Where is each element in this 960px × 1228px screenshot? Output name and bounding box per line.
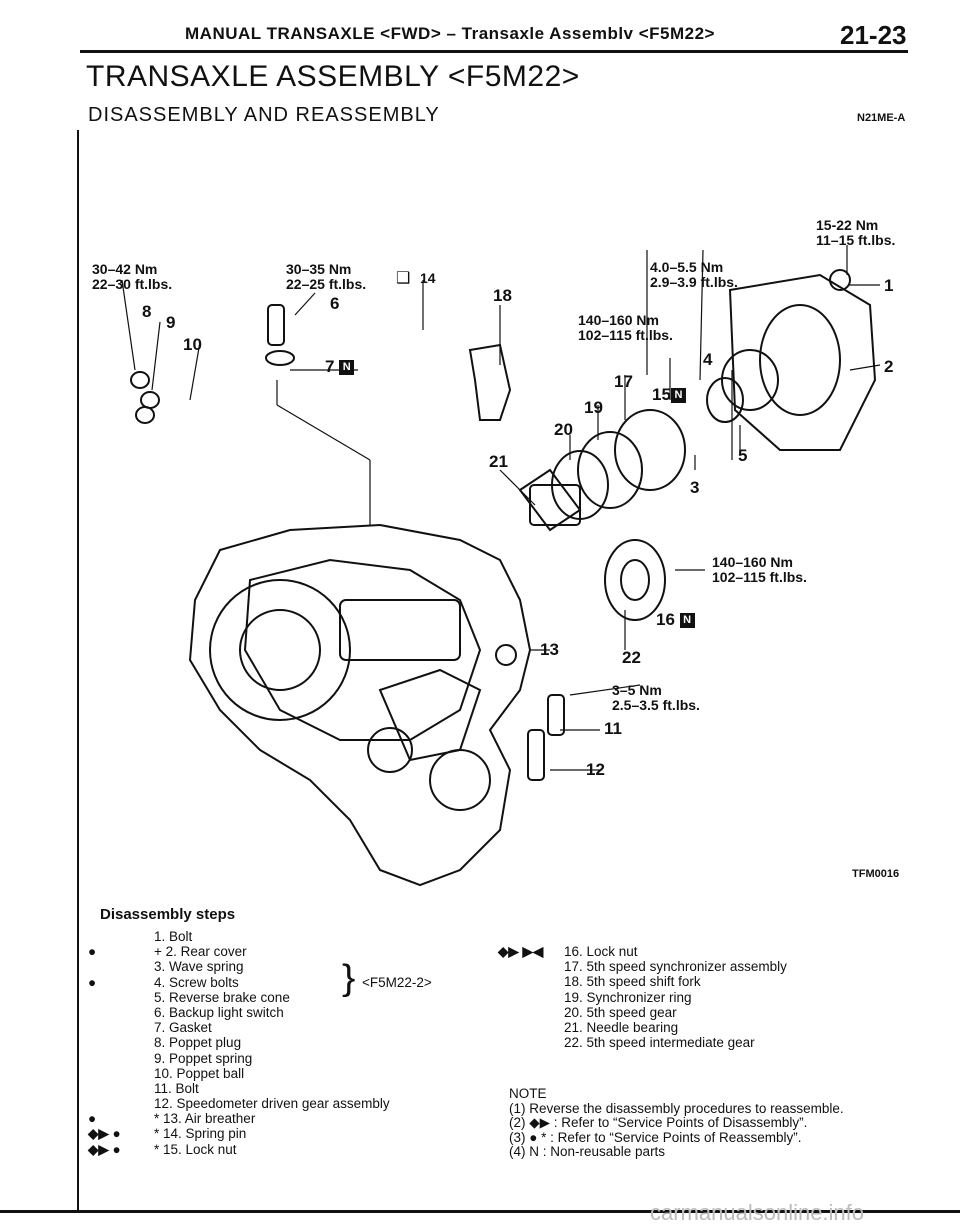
callout-11: 11 <box>604 719 622 738</box>
rear-cover <box>728 273 877 451</box>
steps-title: Disassembly steps <box>100 906 236 923</box>
callout-4: 4 <box>703 350 713 369</box>
steps-right-list: ◆▶ ▶◀16. Lock nut 17. 5th speed synchron… <box>498 944 787 1050</box>
callout-1: 1 <box>884 276 894 295</box>
callout-20: 20 <box>554 420 573 439</box>
callout-7: 7 N <box>325 357 355 377</box>
page-number: 21-23 <box>840 20 907 50</box>
note-line: (3) ● * : Refer to “Service Points of Re… <box>509 1129 802 1145</box>
callout-2: 2 <box>884 357 894 376</box>
note-line: (2) ◆▶ : Refer to “Service Points of Dis… <box>509 1115 808 1130</box>
callout-14: 14 <box>420 270 436 286</box>
note-block: NOTE (1) Reverse the disassembly procedu… <box>509 1086 844 1160</box>
list-item: 11. Bolt <box>154 1080 199 1096</box>
header-rule <box>80 50 908 53</box>
footer-rule <box>0 1210 960 1213</box>
note-line: (4) N : Non-reusable parts <box>509 1144 666 1159</box>
reference-code: N21ME-A <box>857 112 906 124</box>
list-item: 20. 5th speed gear <box>564 1004 677 1020</box>
callout-10: 10 <box>183 335 202 354</box>
callout-12: 12 <box>586 760 605 779</box>
list-item: ●+ 2. Rear cover <box>88 944 247 960</box>
list-item: 10. Poppet ball <box>154 1065 245 1081</box>
list-item: ●* 13. Air breather <box>88 1111 256 1127</box>
figure-id: TFM0016 <box>852 868 900 880</box>
shift-fork <box>468 343 512 421</box>
callout-9: 9 <box>166 313 176 332</box>
list-item: 6. Backup light switch <box>154 1004 284 1020</box>
non-reusable-mark: N <box>679 613 695 629</box>
list-item: 5. Reverse brake cone <box>154 989 290 1005</box>
watermark: carmanualsonline.info <box>650 1200 865 1225</box>
box-mark: ❑ <box>396 270 411 287</box>
group-brace: } <box>342 958 356 998</box>
list-item: ◆▶ ●* 14. Spring pin <box>88 1126 247 1142</box>
list-item: ◆▶ ▶◀16. Lock nut <box>498 944 638 959</box>
list-item: 17. 5th speed synchronizer assembly <box>564 959 787 975</box>
intermediate-gear <box>604 539 666 621</box>
transaxle-exploded-diagram <box>121 245 881 887</box>
callout-3: 3 <box>690 478 700 497</box>
non-reusable-mark: N <box>670 388 686 404</box>
list-item: 22. 5th speed intermediate gear <box>564 1035 755 1051</box>
list-item: 12. Speedometer driven gear assembly <box>154 1096 390 1112</box>
callout-5: 5 <box>738 446 748 465</box>
callout-6: 6 <box>330 294 340 313</box>
list-item: 18. 5th speed shift fork <box>564 974 701 990</box>
list-item: 7. Gasket <box>154 1020 212 1036</box>
synchronizer-assembly <box>614 409 686 491</box>
list-item: 8. Poppet plug <box>154 1035 242 1051</box>
non-reusable-mark: N <box>339 360 355 376</box>
callout-16: 16 N <box>656 610 695 630</box>
transaxle-case <box>188 523 532 887</box>
callout-8: 8 <box>142 302 152 321</box>
callout-22: 22 <box>622 648 641 667</box>
page-title: TRANSAXLE ASSEMBLY <F5M22> <box>86 60 580 93</box>
steps-left-list: 1. Bolt ●+ 2. Rear cover 3. Wave spring … <box>88 929 390 1157</box>
note-heading: NOTE <box>509 1086 547 1101</box>
left-margin-rule <box>77 130 79 1212</box>
list-item: 21. Needle bearing <box>564 1019 679 1035</box>
callout-18: 18 <box>493 286 512 305</box>
list-item: ●4. Screw bolts <box>88 974 239 990</box>
callout-17: 17 <box>614 372 633 391</box>
list-item: ◆▶ ●* 15. Lock nut <box>88 1141 237 1157</box>
section-subtitle: DISASSEMBLY AND REASSEMBLY <box>88 104 440 126</box>
list-item: 19. Synchronizer ring <box>564 989 692 1005</box>
callout-21: 21 <box>489 452 508 471</box>
page-header: MANUAL TRANSAXLE <FWD> – Transaxle Assem… <box>185 24 715 43</box>
callout-13: 13 <box>540 640 559 659</box>
list-item: 9. Poppet spring <box>154 1050 253 1066</box>
brace-label: <F5M22-2> <box>362 975 432 990</box>
list-item: 3. Wave spring <box>154 959 244 975</box>
list-item: 1. Bolt <box>154 929 193 944</box>
note-line: (1) Reverse the disassembly procedures t… <box>509 1100 844 1116</box>
callout-19: 19 <box>584 398 603 417</box>
